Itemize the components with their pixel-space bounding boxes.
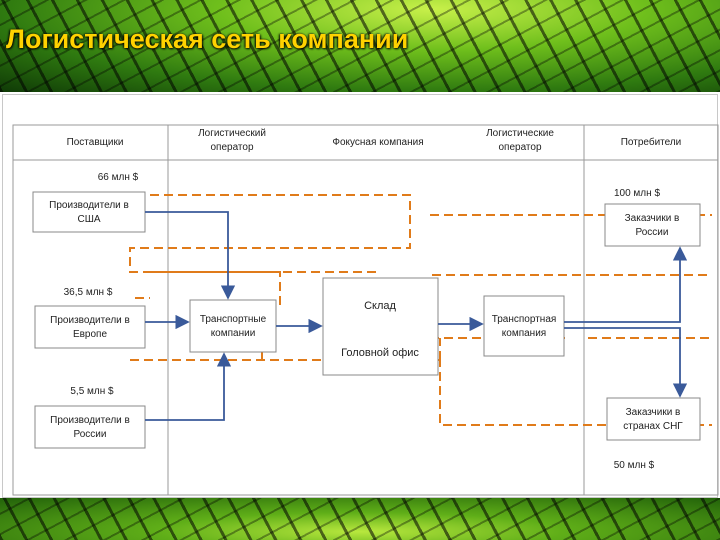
column-header-log-operator-right-2: оператор — [498, 142, 541, 153]
svg-text:Производители в: Производители в — [49, 200, 129, 211]
svg-text:Производители в: Производители в — [50, 415, 130, 426]
amount-russia: 5,5 млн $ — [70, 386, 114, 397]
svg-text:США: США — [77, 214, 100, 225]
flow-arrows — [145, 211, 688, 421]
svg-text:Европе: Европе — [73, 329, 108, 340]
svg-text:Производители в: Производители в — [50, 315, 130, 326]
svg-text:России: России — [636, 227, 669, 238]
column-header-consumers: Потребители — [621, 136, 682, 148]
box-producers-russia: Производители в России — [34, 405, 146, 449]
warehouse-label: Склад — [364, 300, 396, 312]
svg-text:компания: компания — [502, 328, 546, 339]
column-header-suppliers: Поставщики — [67, 137, 124, 148]
box-producers-europe: Производители в Европе — [34, 305, 146, 349]
svg-text:Транспортная: Транспортная — [492, 314, 557, 325]
column-header-log-operator-right-1: Логистические — [486, 128, 554, 139]
svg-text:компании: компании — [211, 328, 256, 339]
amount-usa: 66 млн $ — [98, 172, 139, 183]
amount-customers-cis: 50 млн $ — [614, 460, 655, 471]
arrow-russia-to-transport — [145, 352, 232, 421]
box-transport-company-right: Транспортная компания — [483, 295, 565, 357]
swimlane-grid — [12, 124, 719, 496]
slide-title: Логистическая сеть компании — [6, 24, 409, 54]
head-office-label: Головной офис — [341, 347, 419, 359]
svg-text:Транспортные: Транспортные — [200, 314, 267, 325]
footer-banner — [0, 498, 720, 540]
column-header-log-operator-left-2: оператор — [210, 142, 253, 153]
box-customers-cis: Заказчики в странах СНГ — [606, 397, 701, 441]
box-transport-companies-left: Транспортные компании — [189, 299, 277, 353]
arrow-to-customers-cis — [564, 327, 688, 398]
box-customers-russia: Заказчики в России — [604, 203, 701, 247]
column-header-focus-company: Фокусная компания — [332, 137, 423, 148]
amount-customers-russia: 100 млн $ — [614, 188, 660, 199]
arrow-usa-to-transport — [145, 211, 236, 300]
svg-text:Заказчики в: Заказчики в — [625, 213, 680, 224]
svg-text:России: России — [74, 429, 107, 440]
box-warehouse-head-office: Склад Головной офис — [322, 277, 439, 376]
header-banner — [0, 0, 720, 92]
dashed-boundaries — [129, 194, 712, 426]
svg-text:Заказчики в: Заказчики в — [626, 407, 681, 418]
svg-text:странах СНГ: странах СНГ — [623, 421, 683, 432]
column-header-log-operator-left-1: Логистический — [198, 128, 266, 139]
box-producers-usa: Производители в США — [32, 191, 146, 233]
amount-europe: 36,5 млн $ — [64, 287, 113, 298]
arrow-to-customers-russia — [564, 246, 688, 323]
